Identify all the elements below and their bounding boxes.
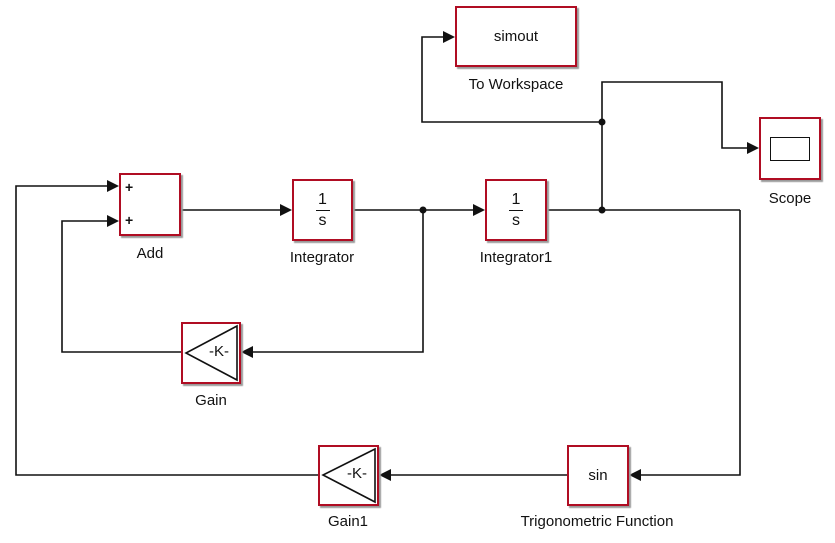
arrowhead bbox=[107, 215, 119, 227]
to-workspace-label: simout bbox=[493, 28, 539, 45]
integrator1-caption: Integrator1 bbox=[479, 249, 553, 266]
scope-caption: Scope bbox=[768, 190, 812, 207]
to-workspace-block[interactable]: simout bbox=[455, 6, 577, 67]
wire-branch-to-gain[interactable] bbox=[252, 210, 424, 353]
to-workspace-caption: To Workspace bbox=[468, 76, 564, 93]
scope-block[interactable] bbox=[759, 117, 821, 180]
arrowhead bbox=[629, 469, 641, 481]
arrowhead bbox=[473, 204, 485, 216]
integrator-transfer-fn: 1 s bbox=[315, 190, 330, 230]
gain1-block[interactable]: -K- bbox=[318, 445, 379, 506]
arrowhead bbox=[443, 31, 455, 43]
arrowhead bbox=[280, 204, 292, 216]
gain-triangle-icon bbox=[184, 324, 238, 382]
wire-to-trig[interactable] bbox=[640, 210, 741, 476]
fraction-bar bbox=[315, 209, 330, 211]
gain1-label: -K- bbox=[347, 465, 367, 482]
wire-to-workspace[interactable] bbox=[421, 36, 603, 210]
gain-caption: Gain bbox=[195, 392, 227, 409]
add-caption: Add bbox=[136, 245, 164, 262]
gain1-caption: Gain1 bbox=[327, 513, 369, 530]
wire-gain1-to-add[interactable] bbox=[15, 185, 318, 476]
trig-function-block[interactable]: sin bbox=[567, 445, 629, 506]
wire-gain-to-add[interactable] bbox=[61, 220, 181, 353]
arrowhead bbox=[747, 142, 759, 154]
gain1-triangle-icon bbox=[321, 447, 376, 504]
add-port2-sign: + bbox=[125, 212, 134, 228]
scope-icon bbox=[770, 136, 810, 161]
integrator1-transfer-fn: 1 s bbox=[509, 191, 523, 230]
integrator-block[interactable]: 1 s bbox=[292, 179, 353, 241]
integrator1-numerator: 1 bbox=[511, 190, 521, 208]
wire-to-scope[interactable] bbox=[601, 81, 748, 149]
integrator-caption: Integrator bbox=[289, 249, 355, 266]
trig-function-caption: Trigonometric Function bbox=[520, 513, 674, 530]
gain-label: -K- bbox=[209, 343, 229, 360]
add-port1-sign: + bbox=[125, 179, 134, 195]
arrowhead bbox=[379, 469, 391, 481]
integrator-denominator: s bbox=[318, 211, 327, 229]
gain-block[interactable]: -K- bbox=[181, 322, 241, 384]
arrowhead bbox=[107, 180, 119, 192]
integrator-numerator: 1 bbox=[318, 190, 327, 208]
integrator1-block[interactable]: 1 s bbox=[485, 179, 547, 241]
arrowhead bbox=[241, 346, 253, 358]
add-block[interactable]: + + bbox=[119, 173, 181, 236]
integrator1-denominator: s bbox=[512, 211, 520, 229]
trig-function-label: sin bbox=[588, 467, 608, 484]
fraction-bar bbox=[509, 209, 523, 211]
